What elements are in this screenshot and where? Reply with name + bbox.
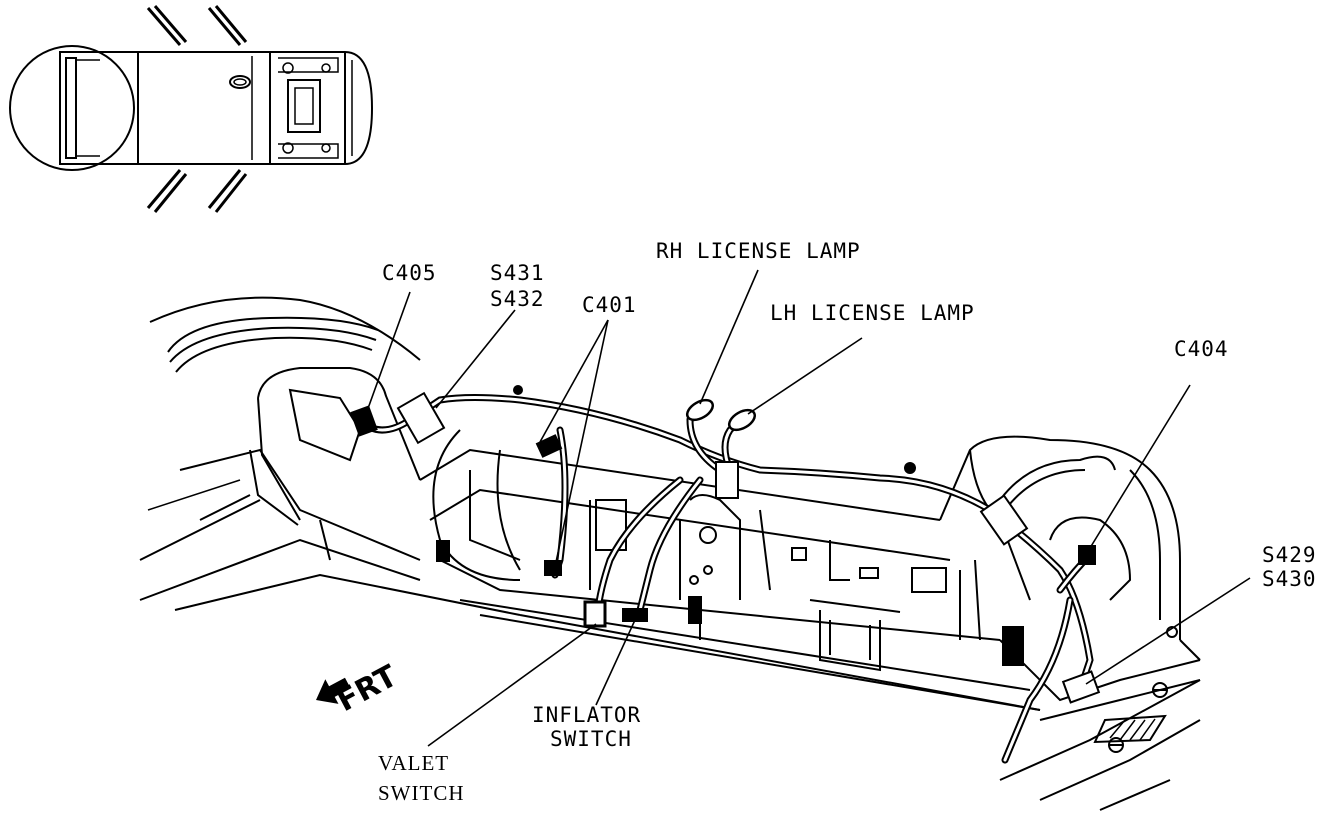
left-ground-block xyxy=(436,540,450,562)
top-clip-left xyxy=(513,385,523,395)
c404-connector xyxy=(1078,545,1096,565)
wiring-harness xyxy=(356,394,1116,764)
c405-label: C405 xyxy=(382,261,437,285)
c401-lower-connector xyxy=(544,560,562,576)
lh-license-lamp-socket xyxy=(727,408,757,432)
lower-center-block xyxy=(688,596,702,624)
inflator-switch-label-line1: INFLATOR xyxy=(532,703,641,727)
s431-splice-clip xyxy=(396,391,446,445)
leader-lines xyxy=(365,269,1251,747)
rh-license-lamp-label: RH LICENSE LAMP xyxy=(656,239,861,263)
s430-label: S430 xyxy=(1262,567,1317,591)
lh-license-lamp-label: LH LICENSE LAMP xyxy=(770,301,975,325)
s429-label: S429 xyxy=(1262,543,1317,567)
valet-switch-connector xyxy=(583,600,607,628)
s429-splice-clip xyxy=(1061,670,1101,704)
vehicle-locator-icon xyxy=(9,5,374,213)
c405-connector xyxy=(350,405,378,437)
connectors xyxy=(350,385,1101,704)
valet-switch-label-line2: SWITCH xyxy=(378,781,465,805)
front-arrow-icon xyxy=(316,677,351,704)
s431-label: S431 xyxy=(490,261,545,285)
c401-label: C401 xyxy=(582,293,637,317)
top-clip-right xyxy=(904,462,916,474)
c404-label: C404 xyxy=(1174,337,1229,361)
c401-upper-connector xyxy=(535,434,563,458)
right-harness-clip xyxy=(979,494,1029,546)
trunk-body-structure xyxy=(139,296,1201,811)
inflator-switch-connector xyxy=(622,608,648,622)
rh-license-lamp-socket xyxy=(685,398,715,422)
right-ground-block xyxy=(1002,626,1024,666)
valet-switch-label-line1: VALET xyxy=(378,751,449,775)
center-harness-clip xyxy=(715,461,739,499)
front-label: FRT xyxy=(331,658,403,719)
s432-label: S432 xyxy=(490,287,545,311)
inflator-switch-label-line2: SWITCH xyxy=(550,727,632,751)
